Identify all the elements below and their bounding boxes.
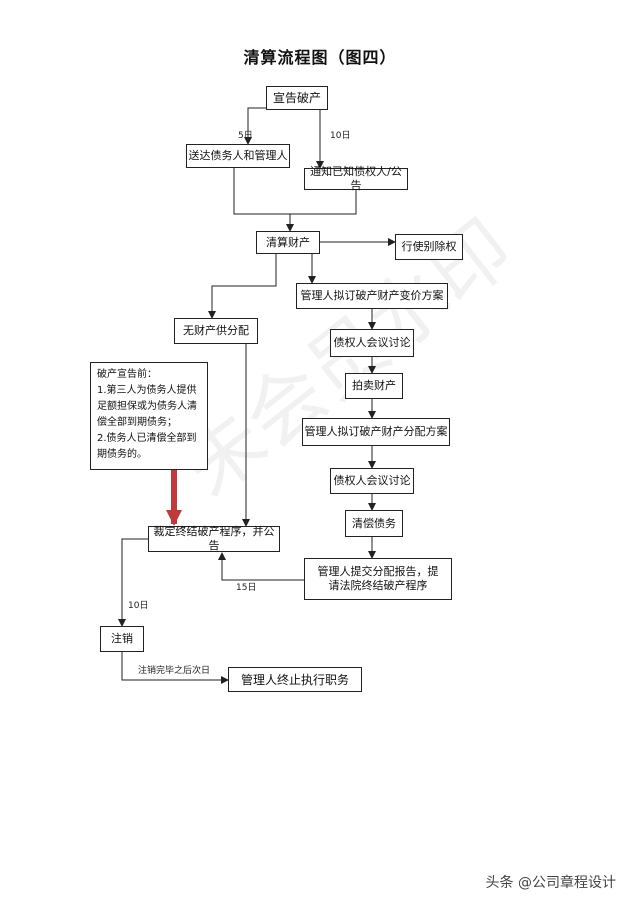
label-ten-days-a: 10日 (330, 131, 351, 141)
diagram-title: 清算流程图（图四） (243, 48, 397, 67)
edge-announce-deliver (244, 107, 274, 145)
note-item-1: 1.第三人为债务人提供足额担保或为债务人清偿全部到期债务； (97, 385, 197, 428)
edge-cancel-endduty (121, 652, 229, 684)
node-deliver: 送达债务人和管理人 (186, 144, 290, 168)
node-plan-distribute: 管理人拟订破产财产分配方案 (302, 418, 450, 446)
node-notify: 通知已知债权人/公告 (304, 165, 408, 192)
pre-announcement-note: 破产宣告前： 1.第三人为债务人提供足额担保或为债务人清偿全部到期债务； 2.债… (90, 362, 208, 470)
node-no-property: 无财产供分配 (174, 318, 258, 344)
label-after-cancel: 注销完毕之后次日 (138, 666, 211, 676)
node-cancel: 注销 (100, 626, 144, 652)
label-fifteen-days: 15日 (236, 583, 257, 593)
node-meeting-1: 债权人会议讨论 (330, 329, 414, 357)
node-auction: 拍卖财产 (345, 373, 403, 399)
node-liquidate: 清算财产 (256, 231, 320, 254)
node-report: 管理人提交分配报告，提请法院终结破产程序 (304, 558, 452, 600)
edge-deliver-merge (233, 166, 357, 215)
edge-announce-notify (300, 107, 324, 169)
note-item-2: 2.债务人已清偿全部到期债务的。 (97, 433, 197, 460)
edge-report-ruling (218, 552, 304, 581)
note-heading: 破产宣告前： (97, 369, 157, 380)
footer-attribution: 头条 @公司章程设计 (485, 875, 616, 891)
node-meeting-2: 债权人会议讨论 (330, 468, 414, 494)
node-plan-change: 管理人拟订破产财产变价方案 (296, 283, 448, 309)
label-five-days: 5日 (238, 131, 253, 141)
node-end-duty: 管理人终止执行职务 (228, 667, 362, 692)
node-repay: 清偿债务 (345, 510, 403, 537)
node-announce-bankruptcy: 宣告破产 (266, 86, 328, 110)
edge-ruling-cancel (118, 538, 148, 627)
label-ten-days-b: 10日 (128, 601, 149, 611)
edge-liquidate-noproperty (208, 254, 277, 319)
node-offset: 行使别除权 (395, 234, 463, 260)
node-terminate-ruling: 裁定终结破产程序，并公告 (148, 525, 280, 552)
